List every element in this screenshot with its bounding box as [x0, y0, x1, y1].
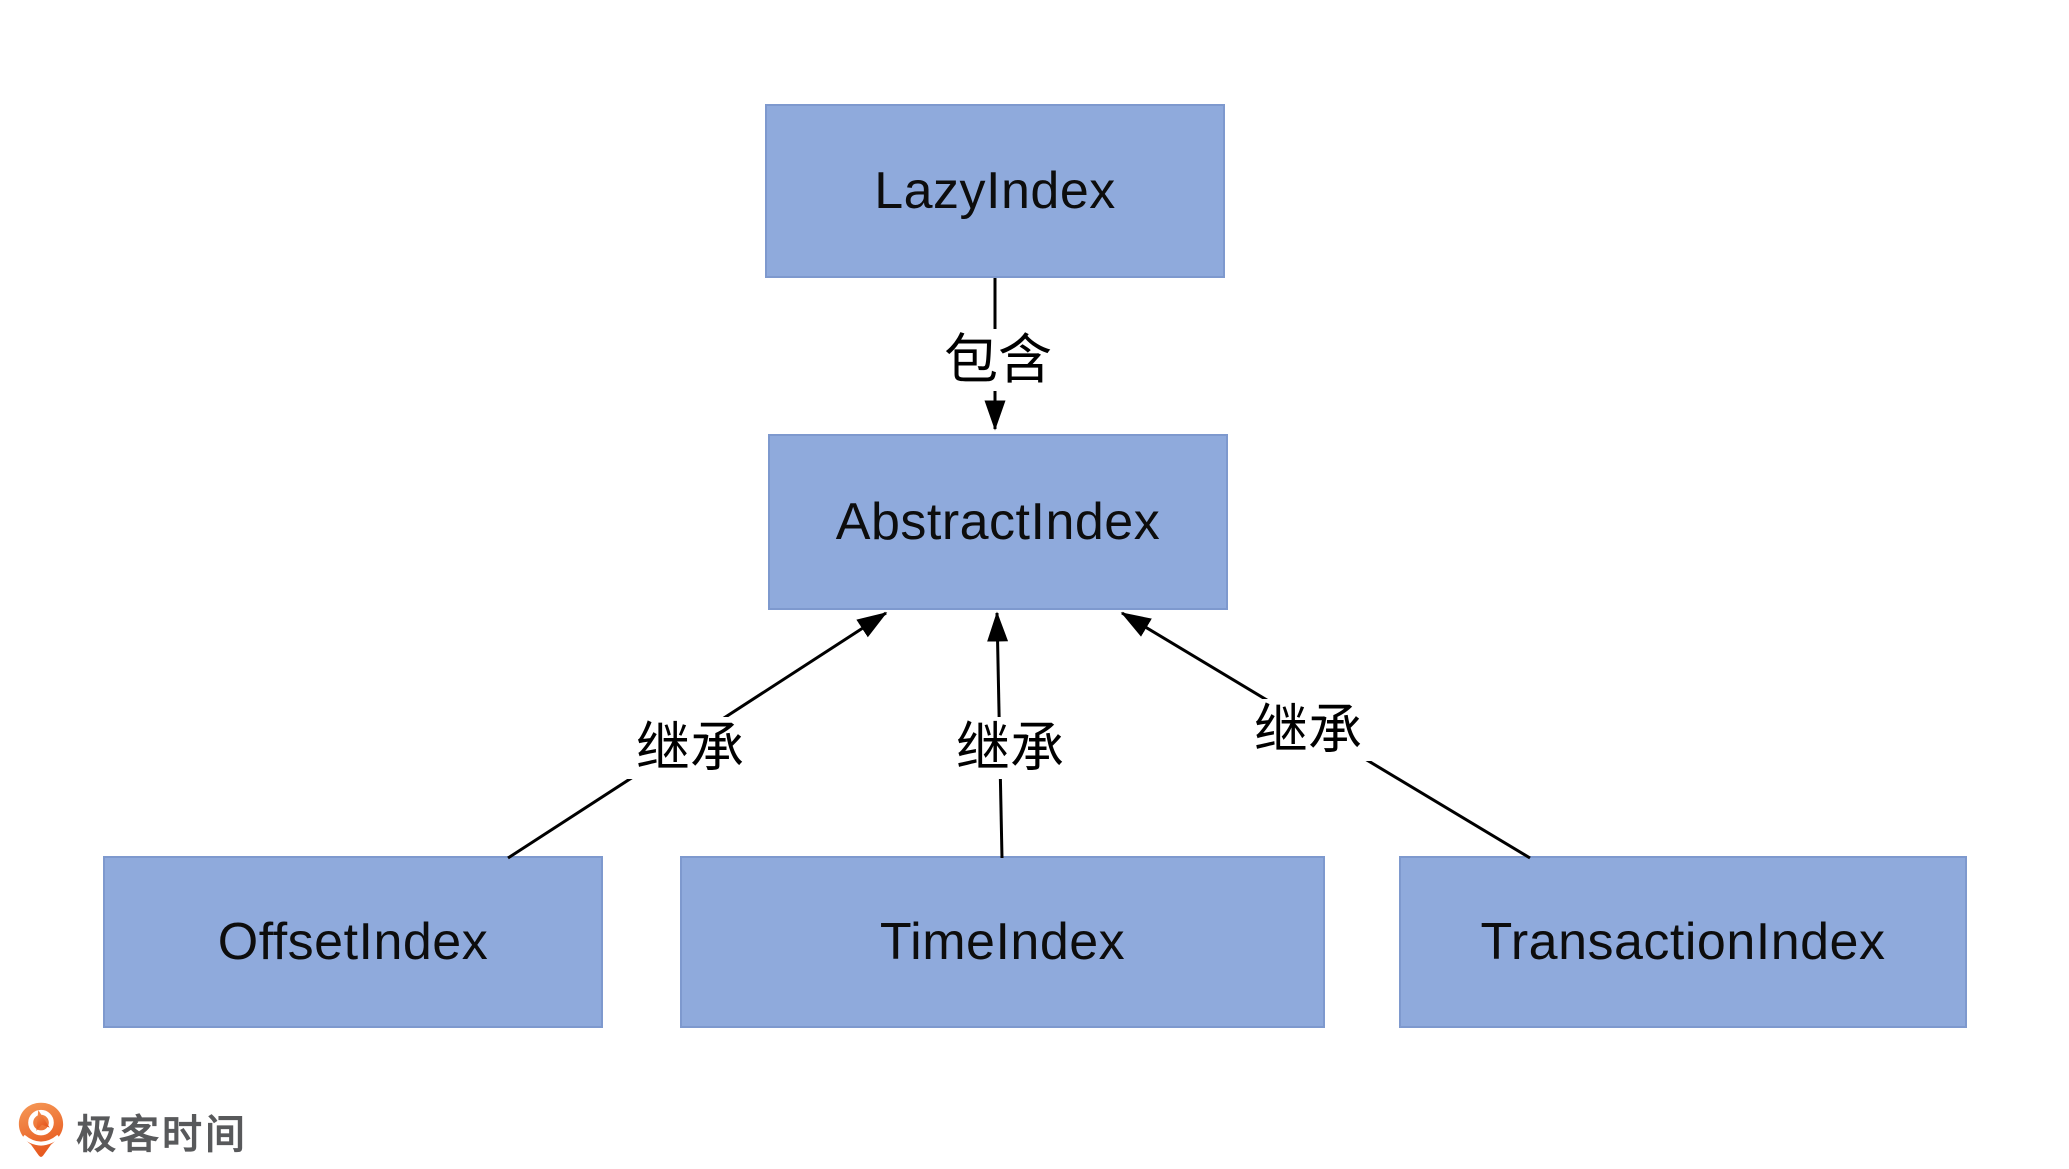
geektime-pin-icon [18, 1102, 64, 1157]
node-lazyindex: LazyIndex [765, 104, 1225, 278]
geektime-logo-text: 极客时间 [76, 1113, 248, 1157]
edge-label-contains: 包含 [934, 329, 1062, 391]
edge-label-inherit-time: 继承 [946, 717, 1074, 779]
node-transactionindex: TransactionIndex [1399, 856, 1967, 1028]
node-abstractindex: AbstractIndex [768, 434, 1228, 610]
geektime-logo: 极客时间 [18, 1102, 248, 1160]
edge-label-inherit-offset: 继承 [626, 717, 754, 779]
node-lazyindex-label: LazyIndex [874, 162, 1116, 220]
node-offsetindex: OffsetIndex [103, 856, 603, 1028]
edge-label-inherit-transaction: 继承 [1244, 699, 1372, 761]
node-offsetindex-label: OffsetIndex [217, 913, 489, 971]
node-timeindex-label: TimeIndex [879, 913, 1126, 971]
node-timeindex: TimeIndex [680, 856, 1325, 1028]
node-transactionindex-label: TransactionIndex [1480, 913, 1886, 971]
node-abstractindex-label: AbstractIndex [835, 493, 1161, 551]
